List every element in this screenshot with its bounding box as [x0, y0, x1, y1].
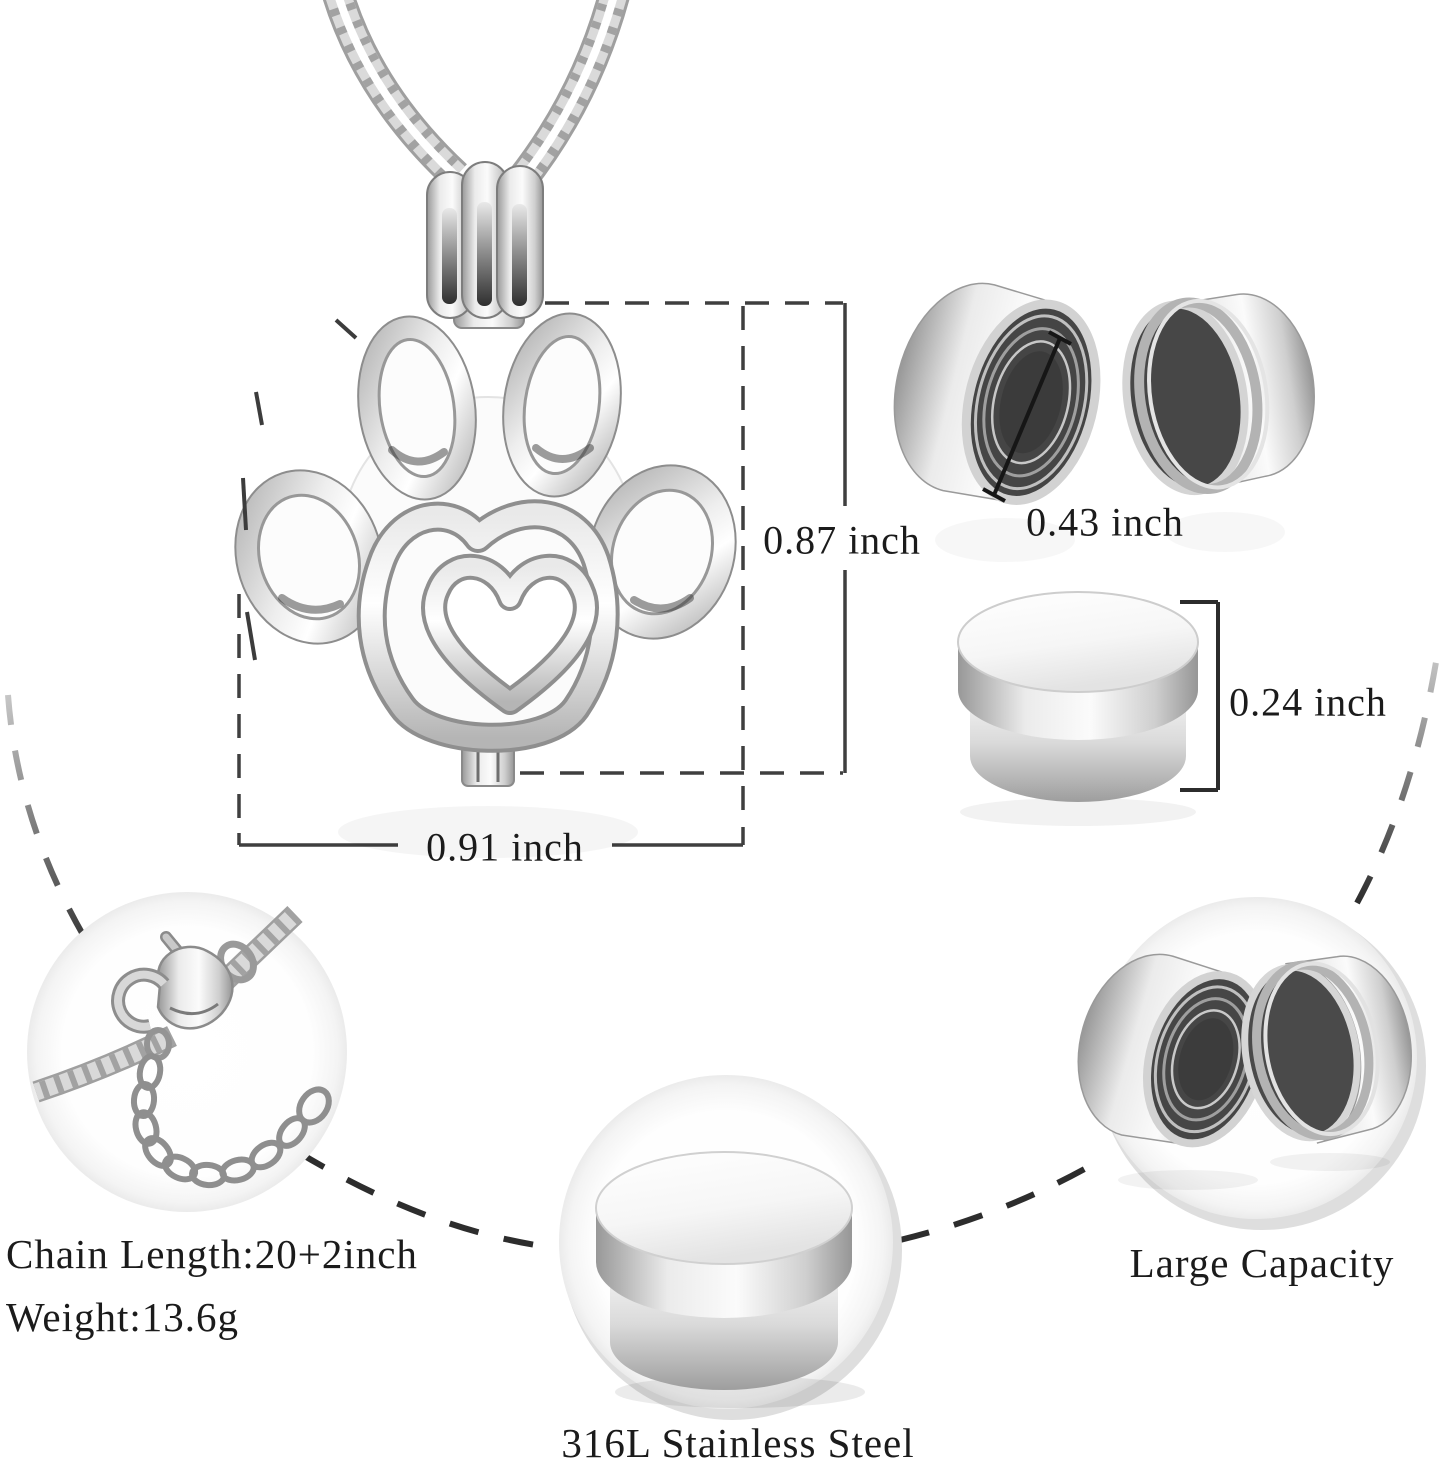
- extension-chain: [130, 1053, 332, 1189]
- capsule-lid-threaded: [1122, 293, 1315, 496]
- capsule-closed-large: [595, 1151, 865, 1408]
- capsule-lid-threaded-bottom: [1241, 955, 1413, 1144]
- necklace-chain: [322, 0, 630, 192]
- large-capacity-label: Large Capacity: [1129, 1240, 1395, 1286]
- connector-arc-left: [5, 694, 98, 957]
- capsule-closed-large-vignette: [559, 1075, 902, 1420]
- dashed-connectors: [5, 649, 1441, 1251]
- chain-length-label: Chain Length:20+2inch: [6, 1231, 418, 1277]
- pendant-height-label: 0.87 inch: [763, 517, 921, 563]
- capsule-closed-side: [957, 591, 1220, 826]
- width-dimension-line: [237, 827, 745, 847]
- connector-arc-clasp-capsule: [296, 1149, 557, 1251]
- pendant-reflection: [338, 806, 638, 858]
- diameter-arrow: [982, 330, 1072, 503]
- heart-icon: [421, 554, 599, 715]
- capsule-diameter-label: 0.43 inch: [1026, 499, 1184, 545]
- connector-arc-capsule-open: [899, 1163, 1092, 1243]
- pendant-bail: [426, 161, 544, 329]
- clasp-vignette: [27, 892, 347, 1212]
- connector-arc-right: [1354, 649, 1441, 905]
- weight-label: Weight:13.6g: [6, 1294, 240, 1340]
- capsule-cup-threaded: [893, 282, 1101, 505]
- capsule-height-label: 0.24 inch: [1229, 679, 1387, 725]
- capsule-height-bracket: [1180, 600, 1220, 792]
- hinge-edge-marks: [241, 318, 358, 661]
- pendant-width-label: 0.91 inch: [426, 824, 584, 870]
- dimension-annotations: [237, 301, 847, 847]
- paw-pendant: [234, 312, 737, 858]
- capsule-open-pair-top: [893, 282, 1315, 562]
- capsule-open-pair-bottom-vignette: [1077, 897, 1426, 1230]
- toe-ring-left: [234, 469, 384, 645]
- material-label: 316L Stainless Steel: [561, 1420, 915, 1466]
- box-chain-segment: [32, 906, 303, 1103]
- lobster-clasp: [111, 931, 257, 1061]
- toe-ring-right: [587, 464, 737, 640]
